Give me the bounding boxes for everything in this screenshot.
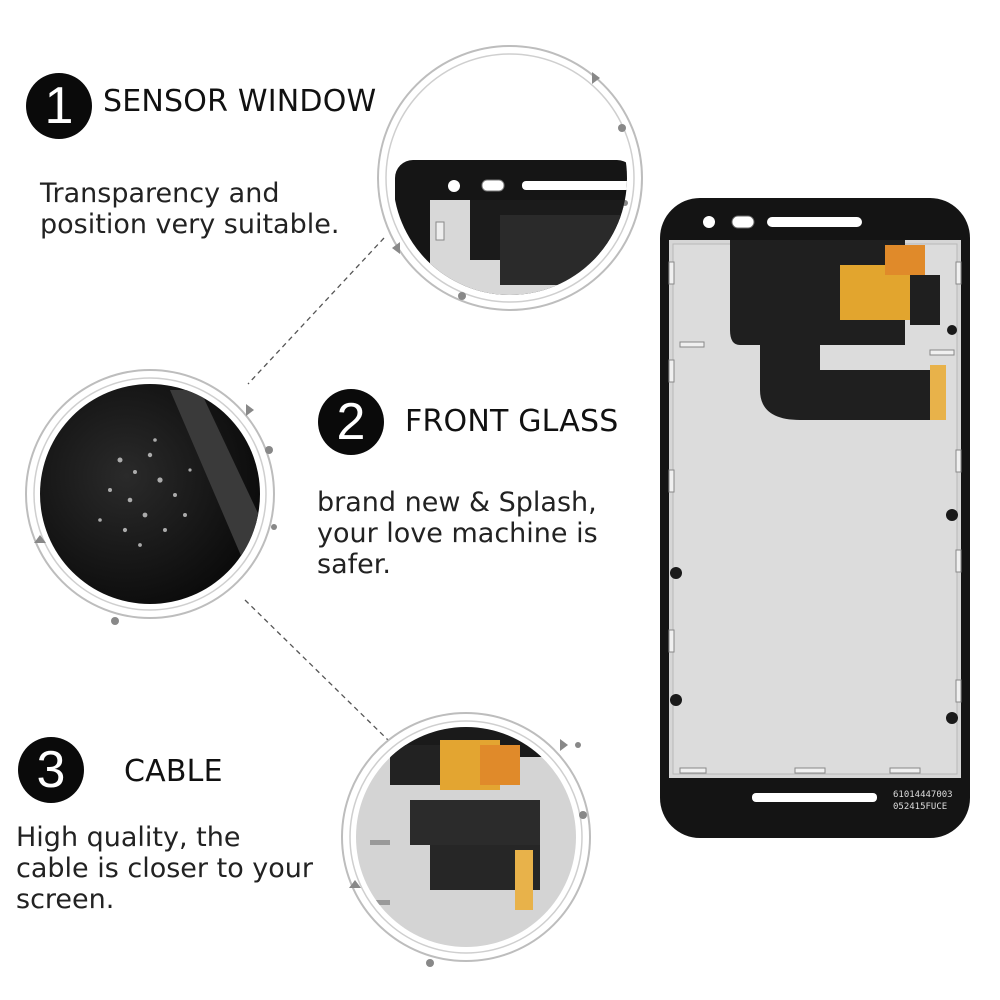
phone-serial-label: 61014447003: [893, 790, 953, 800]
feature-1-description: Transparency and position very suitable.: [40, 178, 339, 240]
feature-2-line-3: safer.: [317, 549, 391, 580]
feature-1-line-1: Transparency and: [40, 178, 280, 209]
feature-1-title: SENSOR WINDOW: [103, 84, 377, 119]
feature-2-number-badge: 2: [318, 389, 384, 455]
feature-3-number-badge: 3: [18, 737, 84, 803]
feature-3-line-1: High quality, the: [16, 822, 241, 853]
phone-date-code-label: 052415FUCE: [893, 802, 948, 812]
feature-3-title: CABLE: [124, 754, 223, 789]
feature-3-line-2: cable is closer to your: [16, 853, 313, 884]
feature-2-title: FRONT GLASS: [405, 404, 619, 439]
feature-3-description: High quality, the cable is closer to you…: [16, 822, 313, 915]
feature-3-line-3: screen.: [16, 884, 115, 915]
feature-2-description: brand new & Splash, your love machine is…: [317, 487, 598, 580]
feature-1-line-2: position very suitable.: [40, 209, 340, 240]
feature-1-number-badge: 1: [26, 73, 92, 139]
feature-2-line-2: your love machine is: [317, 518, 598, 549]
feature-2-line-1: brand new & Splash,: [317, 487, 597, 518]
